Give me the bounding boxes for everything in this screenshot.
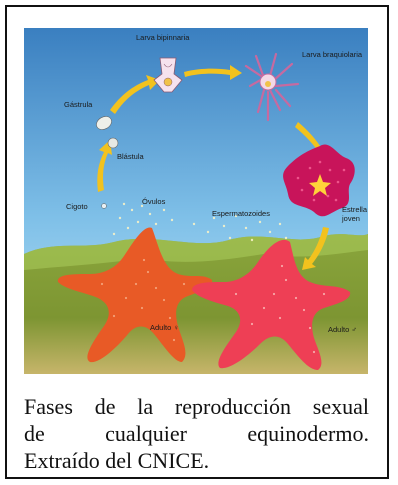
larva-braquiolaria-icon [244,52,300,122]
gametes-cloud [112,202,288,242]
label-adulto-macho: Adulto ♂ [328,325,357,334]
label-larva-bipinnaria: Larva bipinnaria [136,33,190,42]
adulto-hembra-star [57,227,213,363]
cigoto-cell [101,203,107,209]
estrella-joven-icon [283,144,355,217]
arrow-bipinnaria-to-braquiolaria [184,65,242,80]
figure-caption: Fases de la reproducción sexual de cualq… [24,393,369,474]
label-cigoto: Cigoto [66,202,88,211]
arrow-cigoto-to-blastula [97,140,112,192]
caption-line-3: Extraído del CNICE. [24,448,210,473]
label-espermatozoides: Espermatozoides [212,209,270,218]
adulto-macho-star [192,239,351,370]
label-ovulos: Óvulos [142,197,166,206]
arrow-joven-to-adulto [302,227,329,270]
blastula-cell [107,137,119,149]
echinoderm-life-cycle-diagram: Larva bipinnaria Larva braquiolaria Gást… [24,28,368,374]
label-estrella-joven-line2: joven [341,214,360,223]
gastrula-cell [96,116,112,130]
label-blastula: Blástula [117,152,145,161]
caption-line-1: Fases de la reproducción sexual [24,394,369,419]
label-estrella-joven-line1: Estrella [342,205,368,214]
label-adulto-hembra: Adulto ♀ [150,323,179,332]
arrow-gastrula-to-bipinnaria [110,75,160,114]
label-larva-braquiolaria: Larva braquiolaria [302,50,363,59]
caption-line-2: de cualquier equinodermo. [24,421,369,446]
label-gastrula: Gástrula [64,100,93,109]
larva-bipinnaria-icon [153,57,183,93]
